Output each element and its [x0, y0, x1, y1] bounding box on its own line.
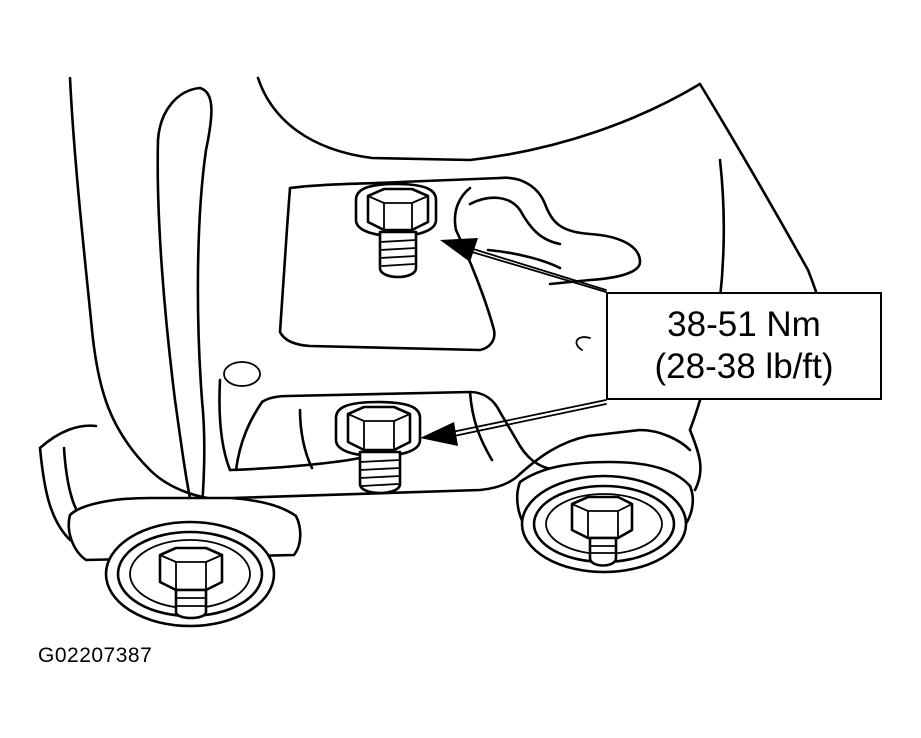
upper-bracket-pad	[278, 176, 642, 352]
lower-bolt	[334, 400, 422, 495]
boss-holes	[223, 336, 591, 387]
left-isolator-nut	[158, 546, 224, 620]
leader-arrow-lower	[420, 399, 607, 446]
upper-bolt	[354, 182, 438, 279]
mount-arm	[156, 86, 213, 510]
torque-spec-callout: 38-51 Nm (28-38 lb/ft)	[606, 292, 882, 400]
right-isolator-nut	[570, 495, 634, 567]
torque-nm-label: 38-51 Nm	[667, 305, 821, 344]
mounting-plate	[38, 390, 692, 542]
leader-arrow-upper	[440, 238, 607, 293]
torque-lbft-label: (28-38 lb/ft)	[654, 347, 834, 386]
figure-id: G02207387	[38, 644, 153, 667]
